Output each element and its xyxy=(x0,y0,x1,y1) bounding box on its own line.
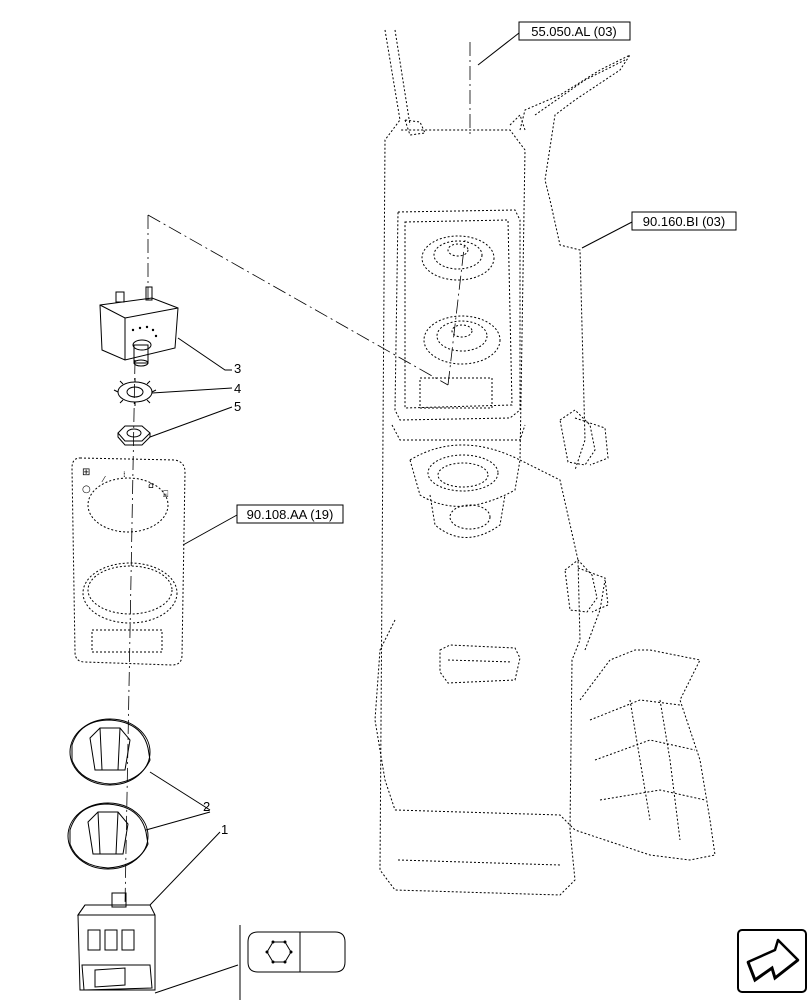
ref-pillar-label: 90.160.BI (03) xyxy=(643,214,725,229)
next-page-arrow-icon[interactable] xyxy=(737,929,807,993)
hexagon-icon xyxy=(265,940,293,964)
svg-text:⌂: ⌂ xyxy=(148,481,154,491)
callout-4: 4 xyxy=(234,381,241,396)
cab-pillar-trim xyxy=(374,29,716,896)
callout-3: 3 xyxy=(234,361,241,376)
ref-top-label: 55.050.AL (03) xyxy=(531,24,617,39)
hex-symbol-box xyxy=(247,931,346,973)
ref-box-top[interactable]: 55.050.AL (03) xyxy=(518,21,631,41)
svg-text:⌸: ⌸ xyxy=(163,490,169,500)
svg-text:○: ○ xyxy=(82,484,91,495)
ref-box-panel[interactable]: 90.108.AA (19) xyxy=(236,504,344,524)
rocker-switch-part-1 xyxy=(77,892,156,991)
hex-nut-part-5 xyxy=(117,425,151,446)
svg-text:⁄: ⁄ xyxy=(101,475,106,484)
control-panel-bezel: ⊞ ○ ⁄ ⁞ ⌂ ⌸ xyxy=(71,457,186,666)
leader-lines xyxy=(145,337,241,1000)
knob-lower-part-2 xyxy=(67,802,149,870)
svg-text:⊞: ⊞ xyxy=(82,467,90,478)
svg-text:⁞: ⁞ xyxy=(123,470,126,479)
ref-panel-label: 90.108.AA (19) xyxy=(247,507,334,522)
callout-1: 1 xyxy=(221,822,228,837)
ref-box-pillar[interactable]: 90.160.BI (03) xyxy=(631,211,737,231)
knob-upper-part-2 xyxy=(69,718,151,786)
exploded-parts-left: ⊞ ○ ⁄ ⁞ ⌂ ⌸ xyxy=(67,214,466,991)
rotary-switch-part-3 xyxy=(99,286,179,367)
lock-washer-part-4 xyxy=(113,378,157,406)
callout-2: 2 xyxy=(203,799,210,814)
callout-5: 5 xyxy=(234,399,241,414)
